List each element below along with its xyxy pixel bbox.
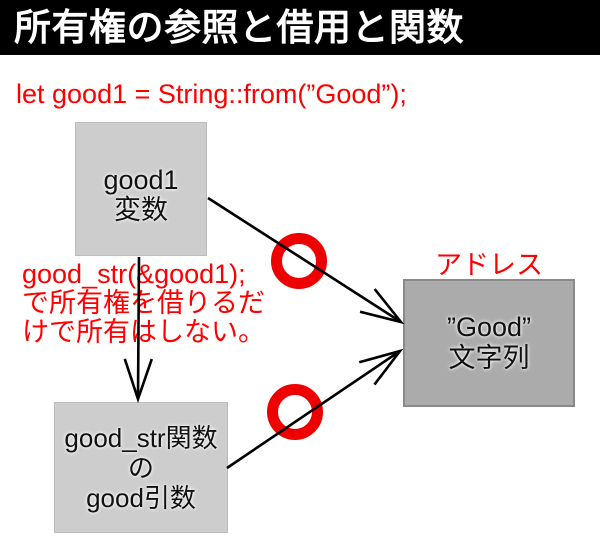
page-title: 所有権の参照と借用と関数 — [14, 7, 464, 48]
good1-variable-box: good1 変数 — [75, 122, 207, 256]
good1-box-kind: 変数 — [114, 195, 168, 225]
good-str-box-line: good引数 — [86, 482, 196, 513]
borrow-note-line: good_str(&good1); — [22, 259, 246, 289]
borrow-note-line: けで所有はしない。 — [22, 317, 265, 347]
address-box-kind: 文字列 — [448, 343, 530, 373]
no-ownership-move-circle-top — [271, 233, 327, 289]
good-str-box-line: の — [127, 452, 154, 483]
borrow-note-line: で所有権を借りるだ — [22, 288, 265, 318]
no-ownership-move-circle-bottom — [267, 384, 323, 440]
address-string-box: ”Good” 文字列 — [403, 279, 575, 407]
code-line: let good1 = String::from(”Good”); — [16, 79, 407, 109]
good-str-box-line: good_str関数 — [64, 422, 218, 453]
borrow-note: good_str(&good1); で所有権を借りるだ けで所有はしない。 — [22, 260, 265, 347]
address-box-value: ”Good” — [446, 312, 532, 342]
address-label: アドレス — [435, 250, 543, 280]
good1-box-name: good1 — [103, 165, 179, 195]
arrow-goodstr-to-address-icon — [226, 348, 404, 470]
title-bar: 所有権の参照と借用と関数 — [0, 0, 600, 55]
good-str-argument-box: good_str関数 の good引数 — [54, 402, 228, 533]
